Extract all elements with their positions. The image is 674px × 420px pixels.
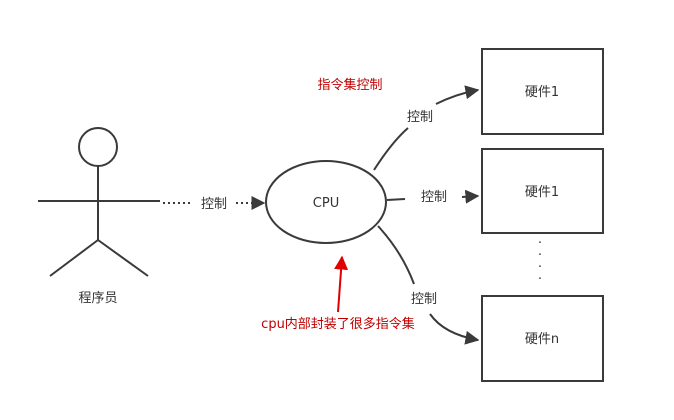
cpu-note-arrow [334,255,349,313]
svg-text:·: · [538,272,542,287]
programmer-control-label: 控制 [201,197,227,212]
svg-text:·: · [538,260,542,275]
cpu-hwn-control-label: 控制 [411,292,437,307]
programmer-figure [38,127,160,277]
cpu-hwn-arrow [429,313,480,345]
cpu-hw2-arrow [461,189,480,204]
cpu-hw2-control-label: 控制 [421,190,447,205]
programmer-right-leg [97,239,149,277]
cpu-hw1-control-label: 控制 [407,110,433,125]
cpu-hw2-line-a [386,198,406,201]
programmer-head [78,127,118,167]
hardware-label-n: 硬件n [525,332,559,347]
hardware-box-n [481,295,604,382]
cpu-note: cpu内部封装了很多指令集 [261,316,415,332]
hardware-box-1 [481,48,604,135]
hardware-label-1: 硬件1 [525,85,559,100]
hardware-label-2: 硬件1 [525,185,559,200]
svg-text:·: · [538,236,542,251]
cpu-hwn-line-a [377,225,415,285]
hardware-box-2 [481,148,604,234]
instruction-set-note: 指令集控制 [317,77,382,93]
programmer-label: 程序员 [78,291,117,306]
programmer-left-leg [49,239,99,277]
hardware-ellipsis: · · · · [538,236,542,287]
cpu-label: CPU [313,196,339,211]
svg-text:·: · [538,248,542,263]
cpu-node [265,160,387,244]
cpu-hw1-arrow [435,85,480,105]
cpu-hw1-line-a [373,127,409,171]
